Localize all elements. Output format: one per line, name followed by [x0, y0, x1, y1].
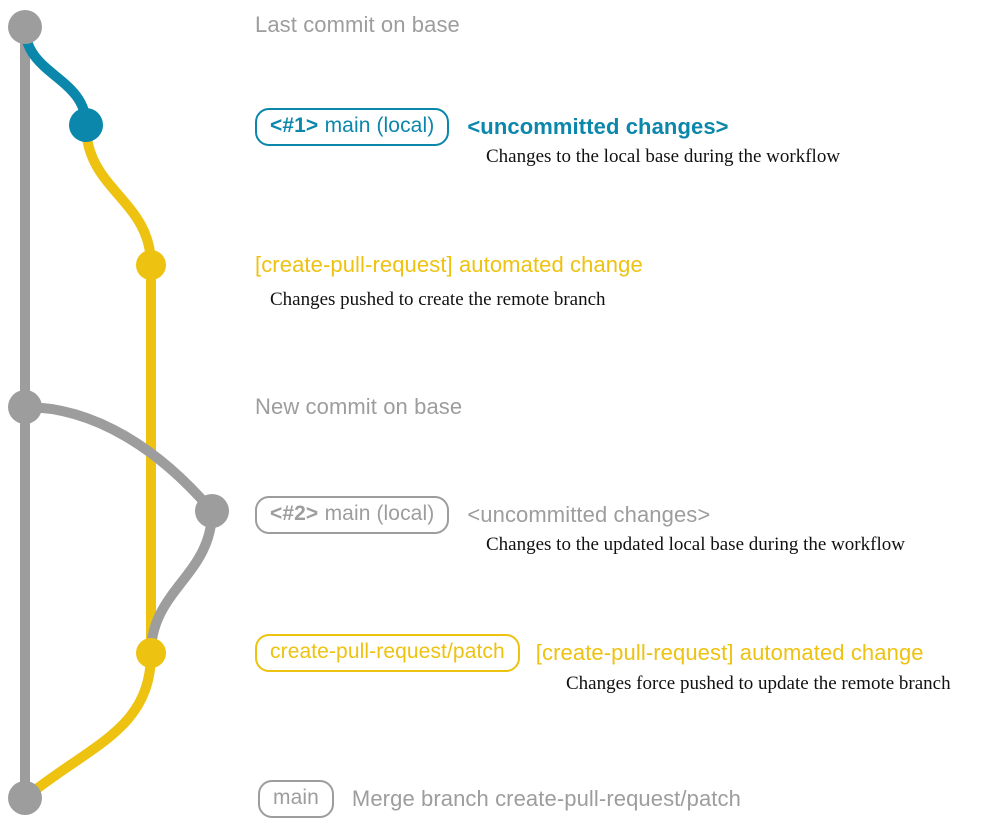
- commit-row-local-commit-2: <#2> main (local) <uncommitted changes>: [255, 496, 710, 534]
- commit-row-patch-commit-2: create-pull-request/patch [create-pull-r…: [255, 634, 924, 672]
- branch-badge-create-pull-request-patch[interactable]: create-pull-request/patch: [255, 634, 520, 672]
- node-base-head: [8, 10, 42, 44]
- branch-badge-main-local-1[interactable]: <#1> main (local): [255, 108, 450, 146]
- commit-subject-new-commit-on-base: New commit on base: [255, 394, 463, 419]
- commit-row-patch-commit-1: [create-pull-request] automated change: [255, 252, 643, 278]
- commit-description-local-commit-2: Changes to the updated local base during…: [486, 534, 905, 555]
- edge-base-to-local1: [20, 22, 91, 130]
- commit-nodes: [8, 10, 229, 815]
- commit-description-patch-commit-2: Changes force pushed to update the remot…: [566, 673, 951, 694]
- commit-subject-patch-commit-1: [create-pull-request] automated change: [255, 252, 643, 277]
- branch-badge-main[interactable]: main: [258, 780, 334, 818]
- node-merge-commit: [8, 781, 42, 815]
- commit-row-last-commit-on-base: Last commit on base: [255, 12, 460, 38]
- commit-subject-patch-commit-2: [create-pull-request] automated change: [535, 639, 924, 665]
- node-local-1: [69, 108, 103, 142]
- commit-description-local-commit-1: Changes to the local base during the wor…: [486, 146, 841, 167]
- branch-badge-name-patch: create-pull-request/patch: [270, 640, 505, 663]
- branch-badge-number-2: <#2>: [270, 502, 319, 525]
- node-patch-1: [136, 250, 166, 280]
- branch-badge-number-1: <#1>: [270, 114, 319, 137]
- commit-subject-merge-commit: Merge branch create-pull-request/patch: [351, 785, 741, 811]
- commit-description-patch-commit-1: Changes pushed to create the remote bran…: [270, 289, 606, 310]
- node-base-new: [8, 390, 42, 424]
- commit-subject-local-commit-2: <uncommitted changes>: [467, 501, 711, 527]
- branch-badge-name-1: main (local): [324, 114, 435, 137]
- branch-badge-main-local-2[interactable]: <#2> main (local): [255, 496, 450, 534]
- branch-badge-name-2: main (local): [324, 502, 435, 525]
- edge-basenew-to-local2: [20, 402, 217, 516]
- commit-subject-local-commit-1: <uncommitted changes>: [467, 113, 729, 139]
- commit-row-local-commit-1: <#1> main (local) <uncommitted changes>: [255, 108, 729, 146]
- edge-local1-to-patch1: [81, 120, 156, 270]
- branch-badge-name-main: main: [273, 786, 319, 809]
- commit-row-merge-commit: main Merge branch create-pull-request/pa…: [258, 780, 741, 818]
- commit-subject-last-commit-on-base: Last commit on base: [255, 12, 460, 37]
- edge-local2-to-patch2: [146, 506, 217, 658]
- node-patch-2: [136, 638, 166, 668]
- commit-row-new-commit-on-base: New commit on base: [255, 394, 462, 420]
- edge-patch2-to-merge: [20, 648, 156, 803]
- node-local-2: [195, 494, 229, 528]
